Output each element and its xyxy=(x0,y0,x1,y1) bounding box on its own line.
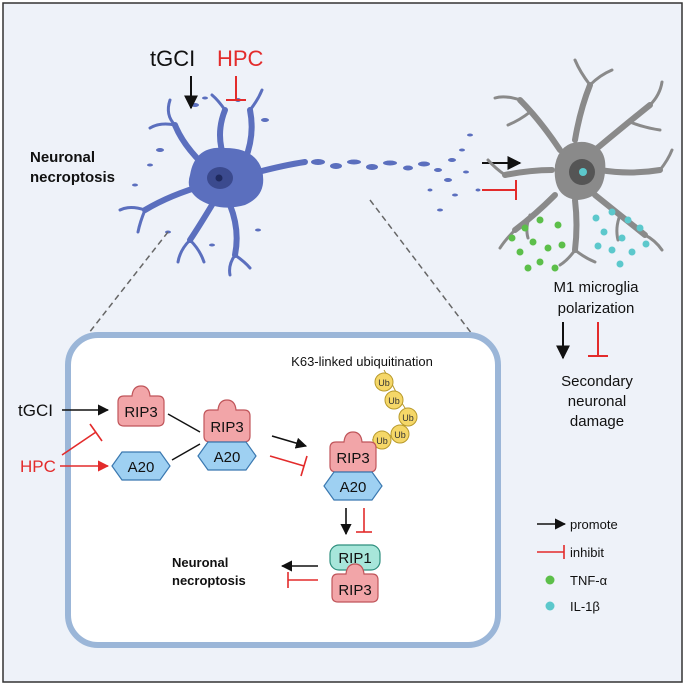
legend: promote inhibit TNF-α IL-1β xyxy=(537,517,618,614)
rip3-necrosome-label: RIP3 xyxy=(338,582,371,599)
legend-inhibit-bar xyxy=(537,545,565,559)
ub-label-4: Ub xyxy=(394,430,406,440)
hpc-top-label: HPC xyxy=(217,46,264,71)
rip3-binding-line xyxy=(167,413,201,433)
ub-label-3: Ub xyxy=(402,413,414,423)
a20-left-label: A20 xyxy=(128,459,155,476)
neuronal-necroptosis-top-line1: Neuronal xyxy=(30,149,95,166)
k63-ubiquitination-label: K63-linked ubiquitination xyxy=(291,354,433,369)
secondary-damage-line2: neuronal xyxy=(568,393,626,410)
il1b-dots xyxy=(592,208,650,268)
m1-microglia-label-line2: polarization xyxy=(558,300,635,317)
tnf-alpha-dots xyxy=(508,216,566,272)
rip3-a20-complex-ubiquitinated: RIP3 A20 xyxy=(323,431,383,501)
ub-label-1: Ub xyxy=(378,378,390,388)
legend-tnf-dot xyxy=(545,575,555,585)
complex-to-ub-arrow xyxy=(271,435,308,449)
a20-protein-left: A20 xyxy=(111,451,171,481)
legend-inhibit-label: inhibit xyxy=(570,545,604,560)
zoom-line-right xyxy=(369,199,476,339)
complex-to-ub-inhibit xyxy=(269,455,308,477)
rip3-a20-complex-middle: RIP3 A20 xyxy=(197,399,257,471)
secondary-damage-line3: damage xyxy=(570,413,624,430)
ub-label-2: Ub xyxy=(388,396,400,406)
rip1-rip3-necrosome: RIP1 RIP3 xyxy=(329,544,381,603)
hpc-inhibit-tgci-bar xyxy=(61,423,103,456)
a20-binding-line xyxy=(171,443,201,461)
legend-il1b-label: IL-1β xyxy=(570,599,600,614)
necroptosis-inset-line1: Neuronal xyxy=(172,555,228,570)
rip3-middle-label: RIP3 xyxy=(210,419,243,436)
neuronal-necroptosis-top-line2: necroptosis xyxy=(30,169,115,186)
necroptosis-inset-line2: necroptosis xyxy=(172,573,246,588)
necrosome-to-necroptosis-inhibit xyxy=(287,572,318,588)
ub-label-5: Ub xyxy=(376,436,388,446)
tgci-top-label: tGCI xyxy=(150,46,195,71)
m1-microglia-label-line1: M1 microglia xyxy=(553,279,639,296)
legend-il1b-dot xyxy=(545,601,555,611)
zoom-line-left xyxy=(84,231,169,339)
pathway-inset-panel xyxy=(65,332,501,648)
neuron-to-microglia-inhibit xyxy=(482,180,517,200)
secondary-damage-line1: Secondary xyxy=(561,373,633,390)
rip3-ub-label: RIP3 xyxy=(336,450,369,467)
microglia-to-damage-inhibit xyxy=(588,322,608,357)
microglia-cell xyxy=(486,58,674,267)
a20-middle-label: A20 xyxy=(214,449,241,466)
rip3-protein-left: RIP3 xyxy=(117,385,165,427)
rip3-left-label: RIP3 xyxy=(124,404,157,421)
legend-promote-label: promote xyxy=(570,517,618,532)
tgci-inset-label: tGCI xyxy=(18,401,53,420)
neuron-cell xyxy=(118,88,481,277)
rip1-label: RIP1 xyxy=(338,550,371,567)
hpc-inhibit-bar xyxy=(226,76,246,101)
a20-ub-label: A20 xyxy=(340,479,367,496)
legend-tnf-label: TNF-α xyxy=(570,573,608,588)
ubiquitin-chain: Ub Ub Ub Ub Ub xyxy=(371,369,418,450)
ub-to-rip1-inhibit xyxy=(356,508,372,533)
hpc-inset-label: HPC xyxy=(20,457,56,476)
